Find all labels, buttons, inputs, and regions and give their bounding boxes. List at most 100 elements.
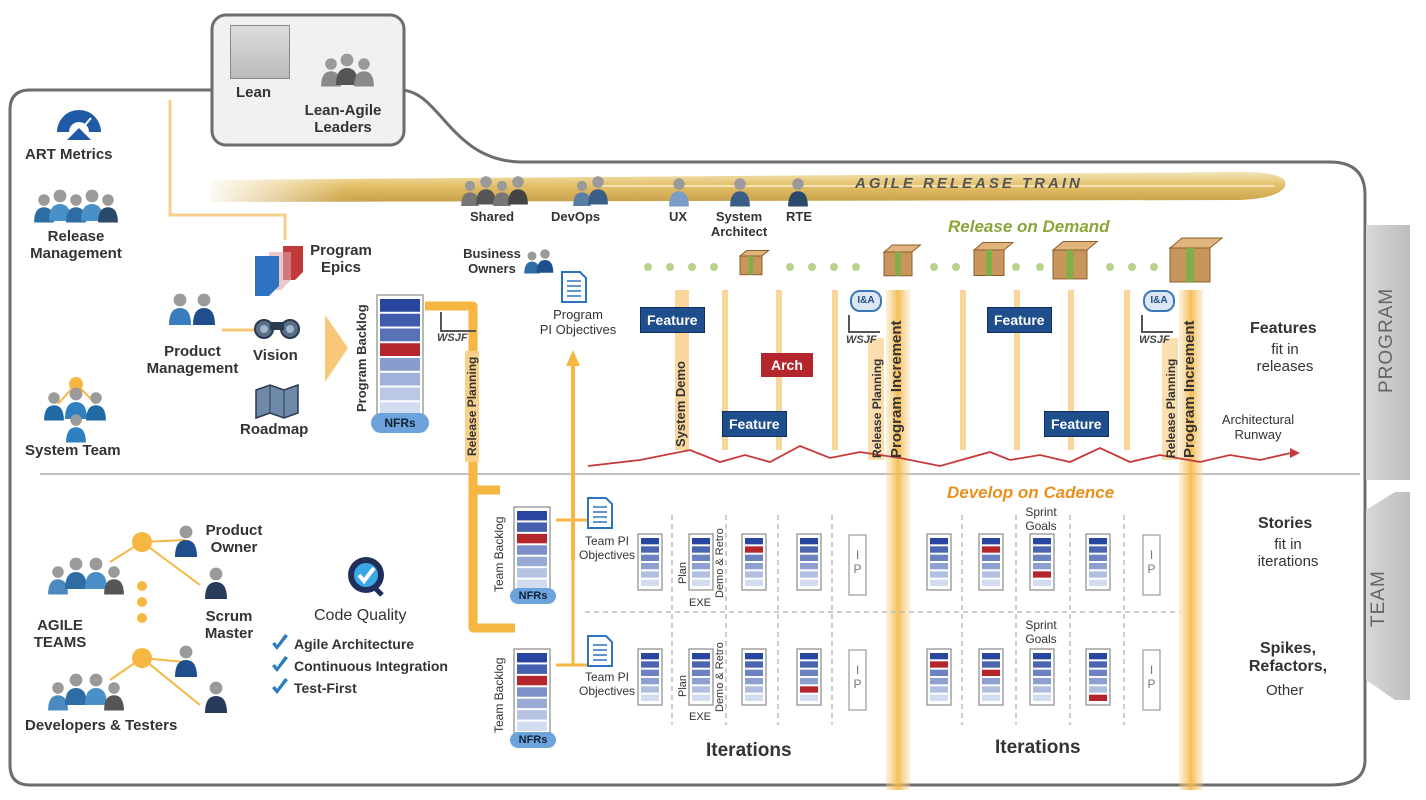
release-dot — [1036, 263, 1044, 271]
team-nfrs-label-2: NFRs — [510, 732, 556, 748]
business-owners-label: Business Owners — [463, 246, 521, 276]
wsjf-chart-icon — [848, 315, 880, 333]
program-backlog-stack — [376, 294, 424, 420]
ia-icon: I&A — [1143, 290, 1175, 312]
agile-team-people-icon — [48, 566, 68, 595]
agile-teams-label: AGILE TEAMS — [33, 617, 87, 652]
sprint-goals-label-2: Sprint Goals — [1025, 618, 1057, 646]
feature-tag: Feature — [1044, 411, 1109, 437]
art-metrics-icon — [57, 110, 101, 140]
agile-team-people-icon — [104, 566, 124, 595]
developers-testers-people-icon — [48, 682, 68, 711]
iteration-backlog — [1029, 533, 1055, 591]
lean-label: Lean — [236, 84, 272, 101]
team-tab-label: TEAM — [1368, 570, 1389, 627]
shared-people-icon — [508, 176, 528, 205]
release-dot — [666, 263, 674, 271]
product-owner-person-icon — [175, 645, 197, 677]
product-management-label: Product Management — [146, 343, 239, 378]
wsjf-label: WSJF — [846, 334, 877, 346]
iteration-backlog — [796, 533, 822, 591]
roadmap-icon — [255, 383, 299, 420]
features-title: Features — [1250, 320, 1317, 337]
shared-people-icon — [493, 180, 511, 206]
devops-people-icon — [588, 176, 608, 205]
team-pi-objectives-label-1: Team PI Objectives — [578, 534, 636, 562]
release-package-icon — [738, 250, 770, 276]
team-backlog-stack — [513, 648, 551, 736]
roadmap-label: Roadmap — [240, 421, 309, 438]
pi-column-2 — [1179, 290, 1203, 790]
scrum-master-person-icon — [205, 681, 227, 713]
release-dot — [952, 263, 960, 271]
binoculars-icon — [254, 319, 300, 339]
ip-label: I P — [853, 663, 862, 692]
team-pi-objectives-label-2: Team PI Objectives — [578, 670, 636, 698]
team-backlog-label-2: Team Backlog — [492, 657, 506, 733]
demo-retro-label-1: Demo & Retro — [714, 528, 726, 598]
program-tab — [1366, 225, 1410, 480]
scrum-master-person-icon — [205, 567, 227, 599]
team-pi-objectives-doc-icon — [587, 497, 613, 529]
team-pi-objectives-doc-icon — [587, 635, 613, 667]
team-backlog-stack — [513, 506, 551, 594]
wsjf-label: WSJF — [1139, 334, 1170, 346]
program-pi-objectives-doc-icon — [561, 271, 587, 303]
system-team-people-icon — [66, 414, 86, 443]
program-increment-label-2: Program Increment — [1181, 320, 1198, 458]
lean-agile-leaders-people-icon — [321, 58, 341, 87]
release-dot — [786, 263, 794, 271]
iteration-backlog — [741, 648, 767, 706]
arch-tag: Arch — [761, 353, 813, 377]
release-on-demand-label: Release on Demand — [948, 217, 1110, 236]
train-role-shared: Shared — [470, 209, 515, 224]
product-management-people-icon — [193, 293, 215, 325]
train-title: AGILE RELEASE TRAIN — [855, 175, 1083, 192]
scrum-master-label: Scrum Master — [204, 608, 254, 643]
iteration-backlog — [637, 648, 663, 706]
team-tab — [1366, 492, 1410, 700]
product-owner-label: Product Owner — [205, 522, 263, 557]
iteration-backlog — [688, 648, 714, 706]
business-owners-people-icon — [524, 251, 540, 274]
release-dot — [1150, 263, 1158, 271]
feature-tag: Feature — [722, 411, 787, 437]
team-backlog-label-1: Team Backlog — [492, 516, 506, 592]
iteration-backlog — [926, 648, 952, 706]
code-quality-item: Agile Architecture — [294, 636, 415, 652]
release-planning-label-pi2: Release Planning — [1164, 358, 1178, 458]
release-management-people-icon — [34, 194, 54, 223]
iterations-label-1: Iterations — [706, 740, 792, 761]
iteration-backlog — [926, 533, 952, 591]
release-dot — [710, 263, 718, 271]
release-management-people-icon — [98, 194, 118, 223]
sprint-goals-label-1: Sprint Goals — [1025, 505, 1057, 533]
release-dot — [1012, 263, 1020, 271]
system-architect-person-icon — [730, 178, 750, 207]
wsjf-chart-icon — [440, 312, 476, 332]
release-dot — [830, 263, 838, 271]
iteration-backlog — [637, 533, 663, 591]
program-increment-label-1: Program Increment — [888, 320, 905, 458]
product-owner-person-icon — [175, 525, 197, 557]
feature-tag: Feature — [640, 307, 705, 333]
check-icon — [272, 656, 288, 672]
ip-label: I P — [1147, 663, 1156, 692]
check-icon — [272, 634, 288, 650]
program-tab-label: PROGRAM — [1376, 287, 1397, 393]
ip-box — [848, 534, 867, 596]
release-management-people-icon — [66, 194, 86, 223]
code-quality-title: Code Quality — [314, 607, 407, 624]
system-team-people-icon — [65, 387, 87, 419]
developers-testers-people-icon — [65, 673, 87, 705]
release-package-icon — [1168, 237, 1224, 283]
release-dot — [644, 263, 652, 271]
train-role-system-architect: System Architect — [710, 209, 768, 239]
train-role-rte: RTE — [786, 209, 812, 224]
check-icon — [272, 678, 288, 694]
ip-label: I P — [853, 548, 862, 577]
system-team-people-icon — [86, 392, 106, 421]
release-dot — [688, 263, 696, 271]
iteration-backlog — [1029, 648, 1055, 706]
